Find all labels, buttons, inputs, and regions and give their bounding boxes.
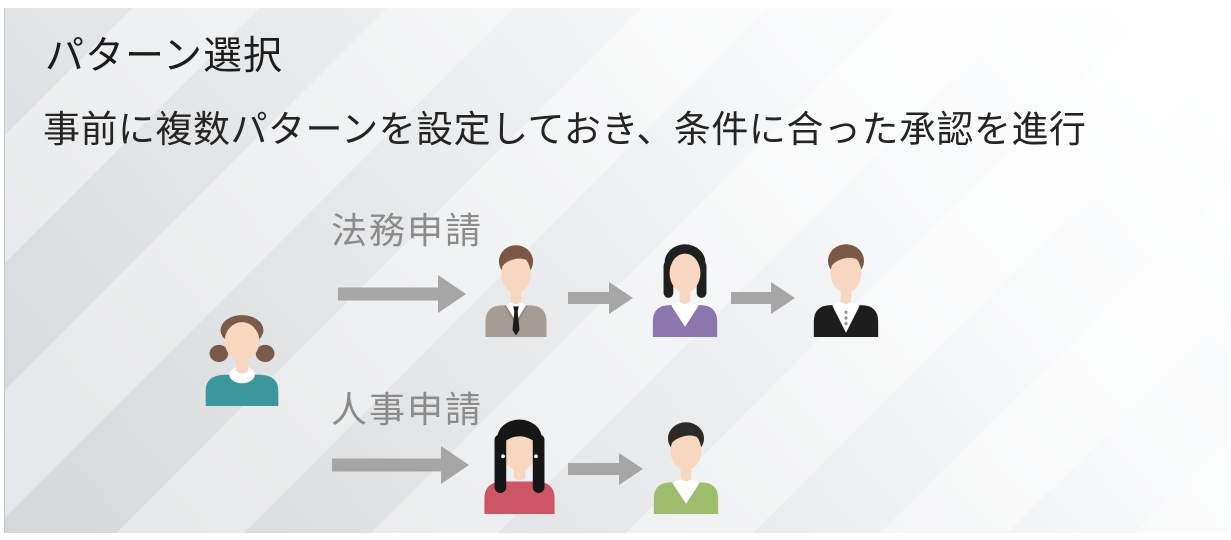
hr-approver-1-icon — [477, 409, 562, 514]
arrow-head — [619, 453, 643, 485]
arrow-head — [771, 282, 795, 314]
flow-hr-main-arrow-icon — [332, 446, 469, 484]
arrow-shaft — [568, 463, 621, 475]
legal-approver-1-icon — [479, 235, 553, 337]
flow-legal-step-arrow-1-icon — [568, 281, 633, 315]
page-subtitle: 事前に複数パターンを設定しておき、条件に合った承認を進行 — [43, 109, 1087, 150]
arrow-head — [609, 282, 633, 314]
arrow-head — [438, 275, 466, 313]
legal-approver-3-icon — [807, 234, 885, 337]
applicant-person-icon — [198, 305, 286, 406]
slide-panel: パターン選択 事前に複数パターンを設定しておき、条件に合った承認を進行 法務申請 — [4, 8, 1229, 533]
flow-legal-main-arrow-icon — [338, 275, 466, 313]
legal-approver-2-icon — [646, 234, 724, 337]
arrow-head — [441, 446, 469, 484]
arrow-shaft — [568, 292, 611, 304]
hr-approver-2-icon — [647, 412, 725, 514]
arrow-shaft — [338, 287, 440, 301]
flow-hr-step-arrow-1-icon — [568, 452, 643, 486]
flow-hr-label: 人事申請 — [331, 389, 484, 430]
arrow-shaft — [731, 292, 773, 304]
page-title: パターン選択 — [45, 35, 284, 78]
flow-legal-step-arrow-2-icon — [731, 281, 795, 315]
arrow-shaft — [332, 458, 443, 472]
flow-legal-label: 法務申請 — [331, 210, 484, 251]
